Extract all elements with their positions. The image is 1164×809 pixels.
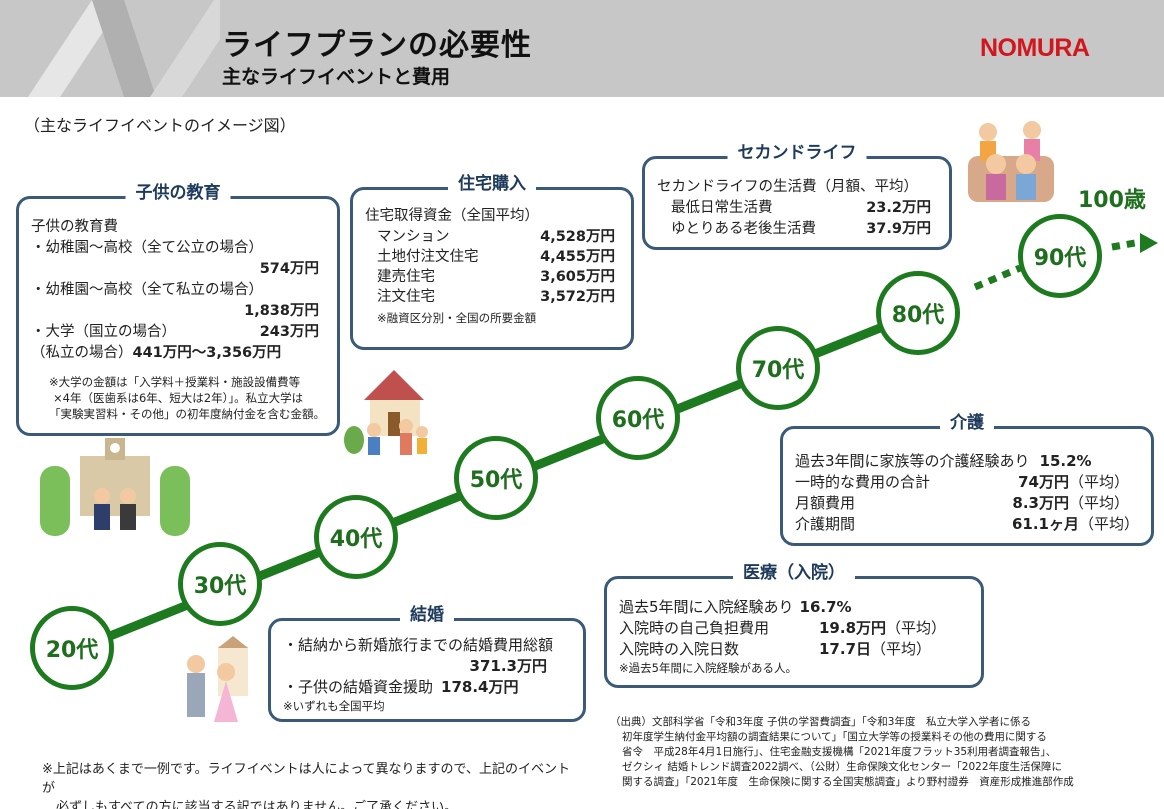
age-100-label: 100歳 (1078, 188, 1146, 213)
grandparents-illustration (968, 121, 1054, 202)
education-note-1: ※大学の金額は「入学料＋授業料・施設設備費等 (49, 375, 301, 389)
age-circle-60s: 60代 (596, 376, 680, 460)
education-private-label: ・幼稚園～高校（全て私立の場合） (31, 282, 263, 298)
education-box: 子供の教育 子供の教育費 ・幼稚園～高校（全て公立の場合） 574万円 ・幼稚園… (16, 183, 340, 436)
wedding-illustration (187, 636, 248, 722)
education-private-value: 1,838万円 (244, 303, 319, 319)
marriage-note: ※いずれも全国平均 (283, 699, 385, 713)
header-decoration (28, 0, 220, 97)
second-life-title: セカンドライフ (727, 143, 867, 164)
care-title: 介護 (940, 413, 994, 434)
age-circle-80s: 80代 (876, 271, 960, 355)
school-illustration (40, 438, 190, 536)
second-life-heading: セカンドライフの生活費（月額、平均） (657, 179, 918, 195)
education-univ-private-value: 441万円～3,356万円 (132, 345, 282, 361)
age-circle-90s: 90代 (1018, 214, 1102, 298)
age-circle-30s: 30代 (178, 542, 262, 626)
housing-title: 住宅購入 (448, 174, 536, 195)
age-circle-70s: 70代 (736, 326, 820, 410)
housing-heading: 住宅取得資金（全国平均） (365, 208, 539, 224)
marriage-box: 結婚 ・結納から新婚旅行までの結婚費用総額 371.3万円 ・子供の結婚資金援助… (268, 605, 586, 722)
marriage-title: 結婚 (400, 605, 454, 626)
education-public-label: ・幼稚園～高校（全て公立の場合） (31, 240, 263, 256)
medical-note: ※過去5年間に入院経験がある人。 (619, 661, 797, 675)
education-title: 子供の教育 (125, 183, 231, 204)
marriage-item1-value: 371.3万円 (469, 657, 547, 675)
image-caption: （主なライフイベントのイメージ図） (24, 116, 296, 135)
source-citation: （出典）文部科学省「令和3年度 子供の学習費調査」「令和3年度 私立大学入学者に… (610, 716, 1074, 788)
arrow-right-icon (1140, 233, 1158, 253)
education-univ-private-label: （私立の場合） (31, 345, 133, 361)
education-note-3: 「実験実習料・その他」の初年度納付金を含む金額。 (49, 407, 325, 421)
disclaimer-footnote: ※上記はあくまで一例です。ライフイベントは人によって異なりますので、上記のイベン… (42, 762, 571, 809)
housing-note: ※融資区分別・全国の所要金額 (377, 311, 537, 325)
education-univ-national-label: ・大学（国立の場合） (31, 324, 176, 340)
family-house-illustration (344, 370, 428, 455)
marriage-item1-label: ・結納から新婚旅行までの結婚費用総額 (283, 636, 554, 654)
age-circle-20s: 20代 (30, 606, 114, 690)
age-circle-40s: 40代 (314, 495, 398, 579)
header-band: ライフプランの必要性 主なライフイベントと費用 NOMURA (0, 0, 1164, 97)
education-public-value: 574万円 (259, 261, 319, 277)
page-subtitle: 主なライフイベントと費用 (222, 66, 451, 88)
education-heading: 子供の教育費 (31, 219, 118, 235)
education-univ-national-value: 243万円 (259, 324, 319, 340)
education-note-2: ×4年（医歯系は6年、短大は2年）」。私立大学は (53, 391, 304, 405)
age-circle-50s: 50代 (454, 436, 538, 520)
nomura-logo: NOMURA (980, 34, 1090, 62)
medical-title: 医療（入院） (733, 563, 855, 584)
page-title: ライフプランの必要性 (222, 28, 532, 63)
